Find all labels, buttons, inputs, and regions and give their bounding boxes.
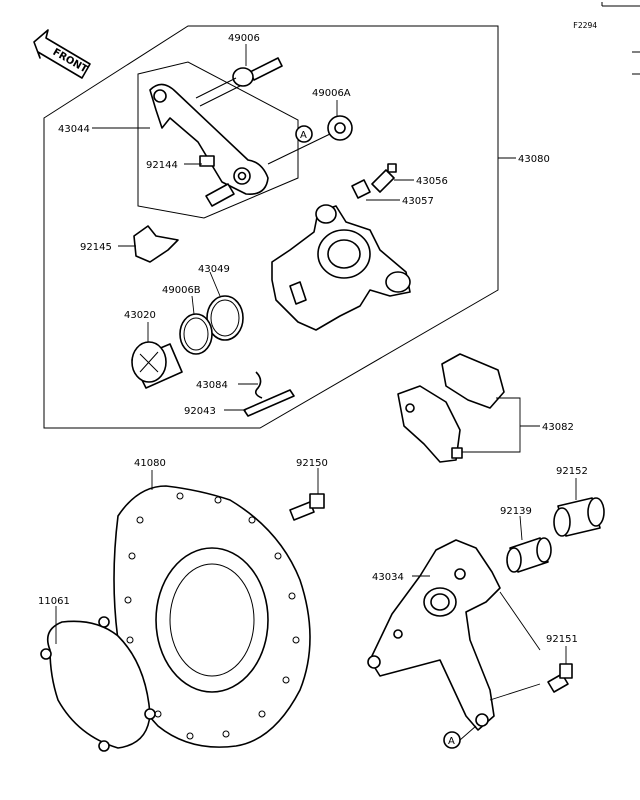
front-arrow-icon: FRONT (33, 29, 91, 79)
pad-pin-clip (254, 371, 263, 399)
label-43020: 43020 (124, 310, 156, 321)
collar-92139 (506, 537, 552, 573)
figure-id: F2294 (573, 21, 597, 30)
pad-pin (243, 389, 295, 417)
clip-92144 (199, 155, 215, 167)
collar-92152 (553, 497, 605, 537)
label-49006A: 49006A (312, 88, 351, 99)
pin-boot (267, 115, 353, 165)
piston-seal (206, 295, 244, 341)
label-43056: 43056 (416, 176, 448, 187)
label-49006: 49006 (228, 33, 260, 44)
label-43084: 43084 (196, 380, 228, 391)
label-43044: 43044 (58, 124, 90, 135)
label-49006B: 49006B (162, 285, 201, 296)
disc-bolt (289, 493, 325, 521)
caliper-piston (131, 341, 183, 389)
label-92145: 92145 (80, 242, 112, 253)
label-92150: 92150 (296, 458, 328, 469)
brake-disc (113, 485, 311, 748)
label-43082: 43082 (542, 422, 574, 433)
caliper-assembly-frame (43, 25, 499, 429)
label-41080: 41080 (134, 458, 166, 469)
caliper-body (271, 204, 411, 331)
ref-marker-upper-label: A (300, 130, 307, 141)
label-92151: 92151 (546, 634, 578, 645)
ref-marker-lower: A (443, 731, 461, 749)
slide-pin-lower (205, 183, 235, 207)
leader-lines (55, 44, 577, 664)
label-43080: 43080 (518, 154, 550, 165)
ref-marker-upper: A (295, 125, 313, 143)
label-92144: 92144 (146, 160, 178, 171)
edge-ticks (632, 51, 640, 75)
bleed-cap (351, 179, 371, 199)
label-43057: 43057 (402, 196, 434, 207)
caliper-mount-bracket (367, 539, 501, 731)
label-11061: 11061 (38, 596, 70, 607)
slide-pin-upper (195, 57, 283, 107)
bleed-valve (371, 163, 397, 193)
pad-spring (133, 225, 179, 263)
label-92043: 92043 (184, 406, 216, 417)
label-43049: 43049 (198, 264, 230, 275)
corner-mark (601, 2, 640, 7)
label-43034: 43034 (372, 572, 404, 583)
bracket-subframe (137, 61, 299, 219)
ref-marker-lower-label: A (448, 736, 455, 747)
gasket (40, 616, 156, 752)
brake-pads (397, 353, 505, 463)
label-92139: 92139 (500, 506, 532, 517)
caliper-bracket (149, 83, 269, 195)
dust-seal (179, 313, 213, 355)
bracket-dash-lines (489, 591, 541, 701)
bracket-bolt (547, 663, 573, 693)
pads-bracket (462, 397, 521, 453)
label-92152: 92152 (556, 466, 588, 477)
